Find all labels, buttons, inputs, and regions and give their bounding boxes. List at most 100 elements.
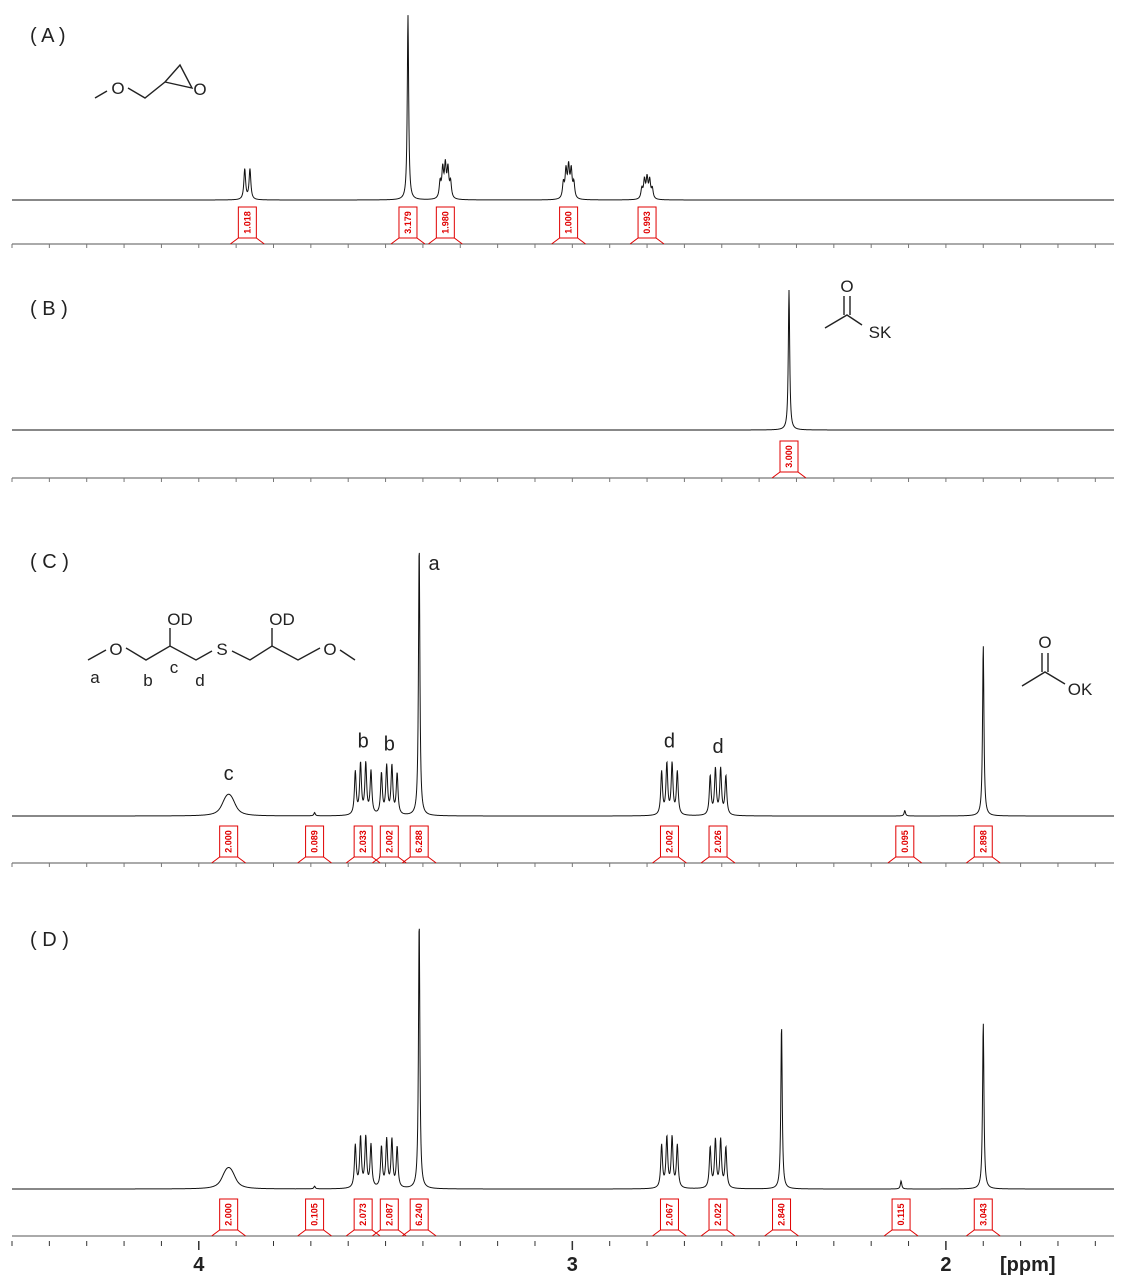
integral-box (353, 825, 373, 858)
integral-box (237, 206, 257, 239)
atom-label: OD (167, 610, 193, 629)
x-axis-unit: [ppm] (1000, 1254, 1056, 1276)
integral-bracket (771, 471, 807, 479)
integral-bracket (345, 856, 381, 864)
integral-value: 2.026 (713, 830, 723, 853)
peak-label-c: c (224, 763, 234, 785)
bond (94, 90, 108, 99)
integral-value: 2.002 (384, 830, 394, 853)
atom-label: OD (269, 610, 295, 629)
integral-box (409, 825, 429, 858)
integral-box (379, 825, 399, 858)
integral-value: 2.087 (384, 1203, 394, 1226)
integral-bracket (883, 1229, 919, 1237)
integral-marker: 1.980 (428, 206, 463, 245)
atom-label: SK (869, 323, 892, 342)
integral-box (409, 1198, 429, 1231)
integral-marker: 6.288 (401, 825, 437, 864)
integral-box (659, 1198, 679, 1231)
integral-bracket (297, 1229, 332, 1237)
integral-value: 0.105 (310, 1203, 320, 1226)
position-label-d: d (195, 671, 204, 690)
integral-marker: 2.022 (700, 1198, 736, 1237)
integral-bracket (390, 237, 426, 245)
integral-bracket (371, 1229, 407, 1237)
integral-bracket (230, 237, 265, 245)
x-tick-label: 4 (193, 1254, 205, 1276)
panel-label: ( A ) (30, 25, 66, 47)
integral-marker: 0.993 (629, 206, 665, 245)
integral-box (305, 825, 325, 858)
integral-bracket (700, 1229, 736, 1237)
integral-marker: 3.179 (390, 206, 426, 245)
integral-bracket (345, 1229, 381, 1237)
integral-box (379, 1198, 399, 1231)
integral-value: 1.000 (564, 211, 574, 234)
integral-box (398, 206, 418, 239)
integral-value: 6.288 (414, 830, 424, 853)
integral-bracket (965, 856, 1001, 864)
integral-bracket (551, 237, 586, 245)
integral-box (559, 206, 579, 239)
integral-bracket (652, 1229, 687, 1237)
integral-marker: 2.000 (211, 825, 246, 864)
bond (87, 649, 107, 661)
integral-box (659, 825, 679, 858)
integral-box (708, 1198, 728, 1231)
integral-value: 0.993 (642, 211, 652, 234)
integral-bracket (652, 856, 687, 864)
atom-label: O (193, 80, 206, 99)
spectrum-trace-b (12, 289, 1114, 431)
integral-box (973, 825, 993, 858)
integral-marker: 2.898 (965, 825, 1001, 864)
spectrum-trace-c (12, 552, 1114, 817)
integral-value: 2.033 (358, 830, 368, 853)
integral-bracket (965, 1229, 1001, 1237)
integral-value: 0.089 (310, 830, 320, 853)
integral-marker: 2.026 (700, 825, 736, 864)
peak-label-b: b (358, 731, 369, 753)
integral-marker: 6.240 (401, 1198, 437, 1237)
peak-label-d: d (664, 731, 675, 753)
bond (824, 314, 863, 329)
integral-value: 3.043 (978, 1203, 988, 1226)
integral-value: 1.980 (440, 211, 450, 234)
integral-value: 2.000 (224, 830, 234, 853)
peak-label-a: a (429, 553, 441, 575)
bond (231, 645, 321, 661)
integral-box (895, 825, 915, 858)
integral-marker: 2.000 (211, 1198, 246, 1237)
atom-label: O (109, 640, 122, 659)
bond (1021, 671, 1066, 687)
integral-box (637, 206, 657, 239)
integral-marker: 1.000 (551, 206, 586, 245)
integral-marker: 2.840 (764, 1198, 799, 1237)
integral-bracket (887, 856, 923, 864)
integral-value: 0.115 (896, 1203, 906, 1225)
spectrum-trace-d (12, 928, 1114, 1190)
integral-bracket (401, 1229, 437, 1237)
integral-value: 3.000 (784, 445, 794, 468)
position-label-c: c (170, 658, 179, 677)
atom-label: O (1038, 633, 1051, 652)
panel-b: 3.000( B ) (12, 289, 1114, 479)
integral-box (219, 1198, 239, 1231)
integral-marker: 0.105 (297, 1198, 332, 1237)
panel-a: 1.018 3.179 1.980 1.000 0.993 ( A ) (12, 15, 1114, 245)
integral-box (219, 825, 239, 858)
integral-value: 6.240 (414, 1203, 424, 1226)
bond (339, 649, 356, 661)
integral-bracket (297, 856, 332, 864)
epoxide-bond (127, 63, 194, 99)
integral-marker: 0.095 (887, 825, 923, 864)
integral-marker: 2.087 (371, 1198, 407, 1237)
atom-label: S (216, 640, 227, 659)
integral-value: 0.095 (900, 830, 910, 853)
integral-box (708, 825, 728, 858)
integral-box (772, 1198, 792, 1231)
integral-box (353, 1198, 373, 1231)
integral-value: 1.018 (242, 211, 252, 234)
